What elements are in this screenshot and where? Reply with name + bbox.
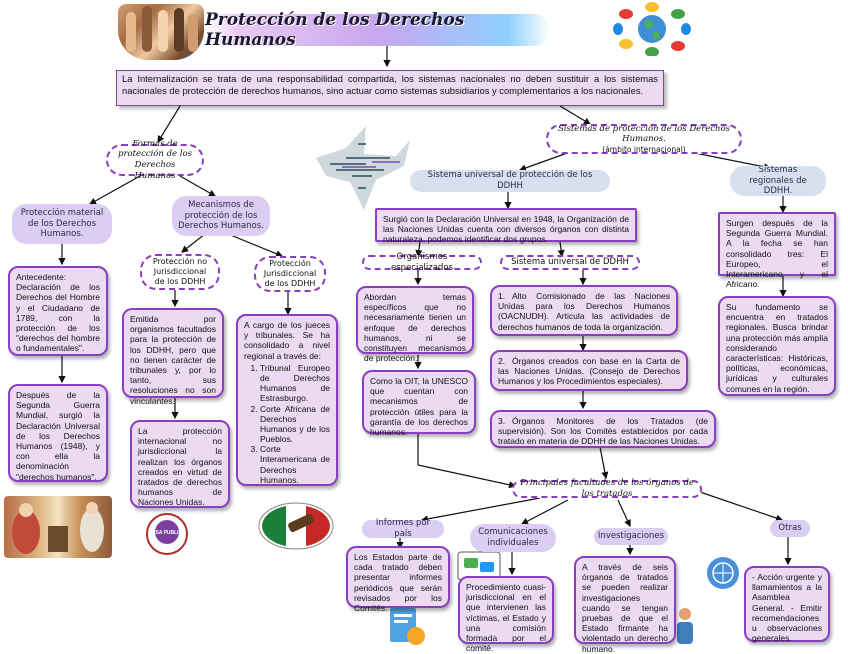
otras-label: Otras — [770, 520, 810, 537]
comunicaciones-box: Procedimiento cuasi-jurisdiccional en el… — [458, 576, 554, 653]
sistemas-regionales-label: Sistemas regionales de DDHH. — [730, 165, 826, 196]
item-2-number: 2. — [498, 356, 506, 366]
especializados-box2: Como la OIT, la UNESCO que cuentan con m… — [362, 370, 476, 437]
post-war-box: Después de la Segunda Guerra Mundial, su… — [8, 384, 108, 482]
informes-label: Informes por país — [362, 518, 444, 539]
informes-box: Los Estados parte de cada tratado deben … — [346, 546, 450, 613]
jurisdiccional-label: Protección Jurisdiccional de los DDHH — [254, 256, 326, 292]
sistemas-subtitle: (ámbito internacional) — [602, 144, 686, 154]
sistemas-title: Sistemas de protección de los Derechos H… — [557, 123, 731, 145]
especializados-box1: Abordan temas específicos que no necesar… — [356, 286, 474, 363]
item-1-text: Alto Comisionado de las Naciones Unidas … — [498, 291, 670, 332]
corte-africana-item: Corte Africana de Derechos Humanos y de … — [260, 404, 330, 445]
regionales-box2: Su fundamento se encuentra en tratados r… — [718, 296, 836, 396]
comunicaciones-label: Comunicaciones individuales — [470, 524, 556, 552]
organismos-especializados-label: Organismos especializados — [362, 252, 482, 273]
organos-monitores-box: 3.Órganos Monitores de los Tratados (de … — [490, 410, 716, 448]
globe-hands-image — [612, 2, 692, 57]
proteccion-material-label: Protección material de los Derechos Huma… — [12, 204, 112, 244]
communications-illustration — [456, 548, 502, 590]
investigaciones-label: Investigaciones — [594, 528, 668, 545]
reports-illustration — [388, 604, 428, 648]
chat-icon — [457, 551, 501, 586]
sistema-universal-label: Sistema universal de protección de los D… — [410, 170, 610, 192]
jurisdiccional-intro: A cargo de los jueces y tribunales. Se h… — [244, 320, 330, 361]
oacnudh-box: 1.Alto Comisionado de las Naciones Unida… — [490, 285, 678, 336]
annunciation-painting-image — [4, 496, 112, 558]
person-icon — [677, 608, 693, 644]
dove-wordcloud-image — [306, 118, 414, 218]
logo-text: CASA PUBLICA — [148, 530, 186, 536]
regionales-box1: Surgen después de la Segunda Guerra Mund… — [718, 212, 836, 289]
investigation-illustration — [672, 606, 698, 646]
sistemas-proteccion-label: Sistemas de protección de los Derechos H… — [546, 124, 742, 154]
title-banner: Protección de los Derechos Humanos — [205, 10, 550, 50]
un-emblem-icon — [707, 557, 739, 589]
investigaciones-box: A través de seis órganos de tratados se … — [574, 556, 676, 654]
logo-icon — [146, 513, 188, 555]
intro-box: La Internalización se trata de una respo… — [116, 70, 664, 106]
tribunal-europeo-item: Tribunal Europeo de Derechos Humanos de … — [260, 363, 330, 404]
item-1-number: 1. — [498, 291, 506, 301]
gavel-icon — [258, 502, 334, 550]
un-emblem-image — [706, 556, 740, 590]
item-3-text: Órganos Monitores de los Tratados (de su… — [498, 416, 708, 447]
casa-publica-logo: CASA PUBLICA — [145, 512, 189, 556]
globe-icon — [613, 2, 691, 57]
facultades-label: Principales facultades de los órganos de… — [512, 478, 702, 499]
formas-proteccion-label: Formas de protección de los Derechos Hum… — [106, 139, 204, 181]
page-title: Protección de los Derechos Humanos — [205, 10, 465, 50]
dove-icon — [316, 126, 410, 210]
no-jurisdiccional-box1: Emitida por organismos facultados para l… — [122, 308, 224, 406]
gavel-flag-image — [258, 502, 334, 550]
otras-box: - Acción urgente y llamamientos a la Asa… — [744, 566, 830, 643]
item-3-number: 3. — [498, 416, 506, 426]
corte-interamericana-item: Corte Interamericana de Derechos Humanos… — [260, 444, 330, 485]
jurisdiccional-box: A cargo de los jueces y tribunales. Se h… — [236, 314, 338, 486]
organos-carta-box: 2.Órganos creados con base en la Carta d… — [490, 350, 688, 391]
no-jurisdiccional-label: Protección no Jurisdiccional de los DDHH — [140, 254, 220, 290]
report-icon — [390, 608, 425, 645]
mecanismos-label: Mecanismos de protección de los Derechos… — [172, 196, 270, 236]
painting-icon — [12, 502, 104, 554]
no-jurisdiccional-box2: La protección internacional no jurisdicc… — [130, 420, 230, 508]
raised-hands-image — [118, 4, 204, 60]
sistema-universal-box: Surgió con la Declaración Universal en 1… — [375, 208, 637, 244]
hands-icon — [126, 6, 198, 52]
antecedente-box: Antecedente: Declaración de los Derechos… — [8, 266, 108, 356]
item-2-text: Órganos creados con base en la Carta de … — [498, 356, 680, 387]
sistema-universal-ddhh-label: Sistema universal de DDHH — [500, 255, 640, 270]
